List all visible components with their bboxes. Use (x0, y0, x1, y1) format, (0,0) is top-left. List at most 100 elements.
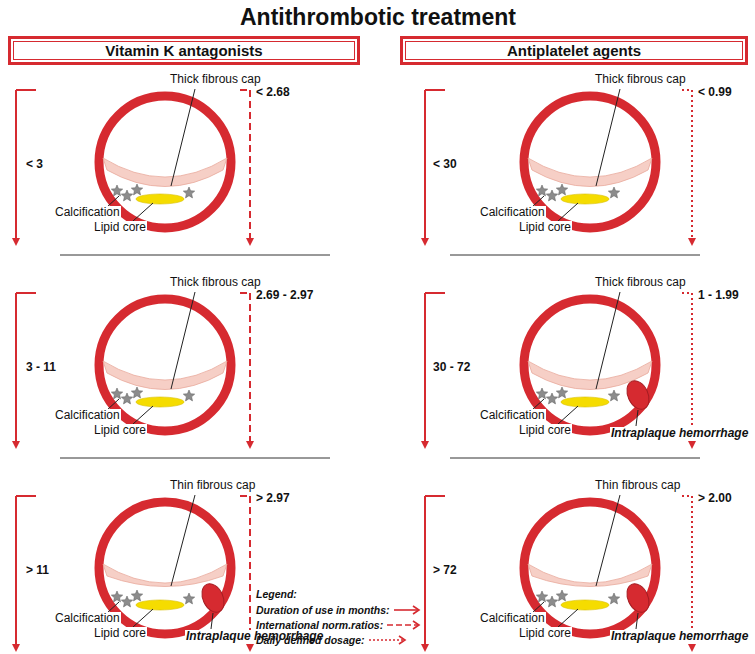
leader-line (558, 609, 578, 627)
lipid-core-label: Lipid core (518, 424, 572, 438)
calcification-star (111, 185, 122, 196)
dose-bracket (691, 293, 693, 441)
leader-line (636, 613, 638, 629)
lipid-core (136, 397, 184, 407)
lipid-core-label: Lipid core (93, 627, 147, 641)
lipid-core-label: Lipid core (518, 221, 572, 235)
dose-bracket (691, 496, 693, 644)
calcification-star (121, 190, 132, 201)
legend-sample (369, 639, 404, 641)
legend-entry: Duration of use in months: (256, 604, 390, 616)
intraplaque-hemorrhage (623, 377, 654, 413)
lipid-core-label: Lipid core (93, 221, 147, 235)
calcification-star (546, 596, 557, 607)
legend-sample-head (413, 606, 419, 614)
calcification-star (121, 393, 132, 404)
dose-bracket (249, 90, 251, 238)
arrow-head (246, 644, 254, 652)
leader-line (596, 292, 620, 389)
calcification-star (111, 388, 122, 399)
column-header-text: Vitamin K antagonists (105, 42, 262, 59)
calcification-star (131, 387, 142, 398)
dose-bracket (682, 495, 692, 497)
dose-value: > 2.00 (698, 492, 732, 506)
intraplaque-hemorrhage (198, 580, 229, 616)
calcification-star (608, 593, 619, 604)
leader-line (636, 410, 638, 426)
calcification-star (536, 185, 547, 196)
calcification-label: Calcification (54, 409, 121, 423)
calcification-star (556, 184, 567, 195)
fibrous-cap-label: Thin fibrous cap (595, 479, 680, 493)
dose-bracket (240, 89, 250, 91)
calcification-label: Calcification (54, 612, 121, 626)
duration-value: 3 - 11 (26, 361, 56, 375)
calcification-star (131, 590, 142, 601)
duration-bracket (16, 495, 36, 497)
arrow-head (12, 644, 20, 652)
legend-sample-head (399, 636, 405, 644)
lipid-core (561, 600, 609, 610)
row-separator (60, 255, 330, 256)
row-separator (60, 458, 330, 459)
leader-line (171, 89, 195, 186)
duration-value: < 30 (433, 158, 457, 172)
calcification-star (131, 184, 142, 195)
arrow-head (688, 644, 696, 652)
duration-bracket (15, 293, 17, 441)
legend-entry: International norm.ratios: (256, 619, 383, 631)
calcification-star (536, 388, 547, 399)
row-separator (450, 458, 700, 459)
dose-bracket (682, 292, 692, 294)
lipid-core (136, 600, 184, 610)
fibrous-cap (528, 564, 652, 587)
arrow-head (246, 238, 254, 246)
duration-bracket (424, 496, 426, 644)
leader-line (211, 613, 213, 629)
dose-bracket (249, 293, 251, 441)
calcification-star (121, 596, 132, 607)
leader-line (171, 292, 195, 389)
fibrous-cap-label: Thick fibrous cap (595, 73, 686, 87)
legend-sample (387, 624, 418, 626)
duration-bracket (425, 89, 445, 91)
legend-heading: Legend: (256, 588, 297, 600)
lipid-core (561, 194, 609, 204)
intraplaque-hemorrhage (623, 580, 654, 616)
calcification-star (536, 591, 547, 602)
arrow-head (688, 441, 696, 449)
duration-bracket (16, 89, 36, 91)
fibrous-cap-label: Thick fibrous cap (170, 276, 261, 290)
calcification-label: Calcification (479, 612, 546, 626)
column-header-text: Antiplatelet agents (507, 42, 641, 59)
calcification-star (546, 190, 557, 201)
leader-line (596, 89, 620, 186)
duration-bracket (424, 293, 426, 441)
legend-sample (394, 609, 418, 611)
hemorrhage-label: Intraplaque hemorrhage (610, 630, 749, 644)
legend-entry: Daily defined dosage: (256, 634, 365, 646)
arrow-head (688, 238, 696, 246)
dose-bracket (691, 90, 693, 238)
arrow-head (246, 441, 254, 449)
calcification-label: Calcification (54, 206, 121, 220)
lipid-core (561, 397, 609, 407)
calcification-star (608, 187, 619, 198)
hemorrhage-label: Intraplaque hemorrhage (610, 427, 749, 441)
dose-value: 1 - 1.99 (698, 289, 739, 303)
arrow-head (421, 441, 429, 449)
calcification-star (546, 393, 557, 404)
calcification-star (183, 593, 194, 604)
fibrous-cap-label: Thick fibrous cap (170, 73, 261, 87)
calcification-star (556, 590, 567, 601)
lipid-core (136, 194, 184, 204)
arrow-head (12, 238, 20, 246)
dose-bracket (240, 495, 250, 497)
column-header-box: Vitamin K antagonists (8, 36, 360, 65)
calcification-star (556, 387, 567, 398)
fibrous-cap-label: Thick fibrous cap (595, 276, 686, 290)
calcification-label: Calcification (479, 409, 546, 423)
duration-bracket (425, 495, 445, 497)
fibrous-cap (528, 158, 652, 187)
fibrous-cap (103, 361, 227, 390)
